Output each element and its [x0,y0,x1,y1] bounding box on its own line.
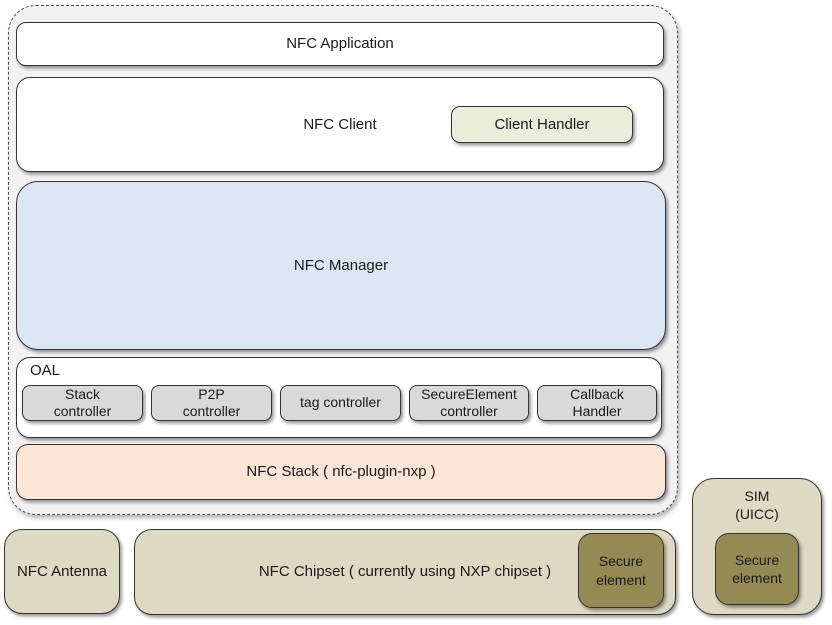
secure-element-controller-label: SecureElement controller [421,385,517,419]
chipset-secure-element-label: Secure element [596,553,646,588]
p2p-controller-label: P2P controller [182,385,241,419]
nfc-manager-box: NFC Manager [16,181,666,350]
sim-secure-element-label: Secure element [732,551,782,586]
nfc-client-label: NFC Client [303,115,377,133]
nfc-application-label: NFC Application [286,35,394,53]
secure-element-controller-box: SecureElement controller [409,385,529,421]
sim-label: SIM (UICC) [735,488,779,523]
client-handler-box: Client Handler [451,106,633,143]
nfc-stack-box: NFC Stack ( nfc-plugin-nxp ) [16,444,666,500]
callback-handler-box: Callback Handler [537,385,657,421]
nfc-chipset-label: NFC Chipset ( currently using NXP chipse… [258,563,552,581]
oal-label: OAL [30,362,61,379]
stack-controller-box: Stack controller [22,385,143,421]
nfc-antenna-box: NFC Antenna [4,529,120,614]
chipset-secure-element-box: Secure element [578,533,664,608]
callback-handler-label: Callback Handler [570,385,624,419]
tag-controller-box: tag controller [280,385,401,421]
nfc-antenna-label: NFC Antenna [16,562,108,580]
tag-controller-label: tag controller [300,394,381,411]
nfc-manager-label: NFC Manager [293,256,389,274]
p2p-controller-box: P2P controller [151,385,272,421]
stack-controller-label: Stack controller [53,385,112,419]
nfc-stack-label: NFC Stack ( nfc-plugin-nxp ) [246,463,436,481]
client-handler-label: Client Handler [494,115,590,133]
nfc-application-box: NFC Application [16,22,664,66]
sim-secure-element-box: Secure element [715,533,799,605]
